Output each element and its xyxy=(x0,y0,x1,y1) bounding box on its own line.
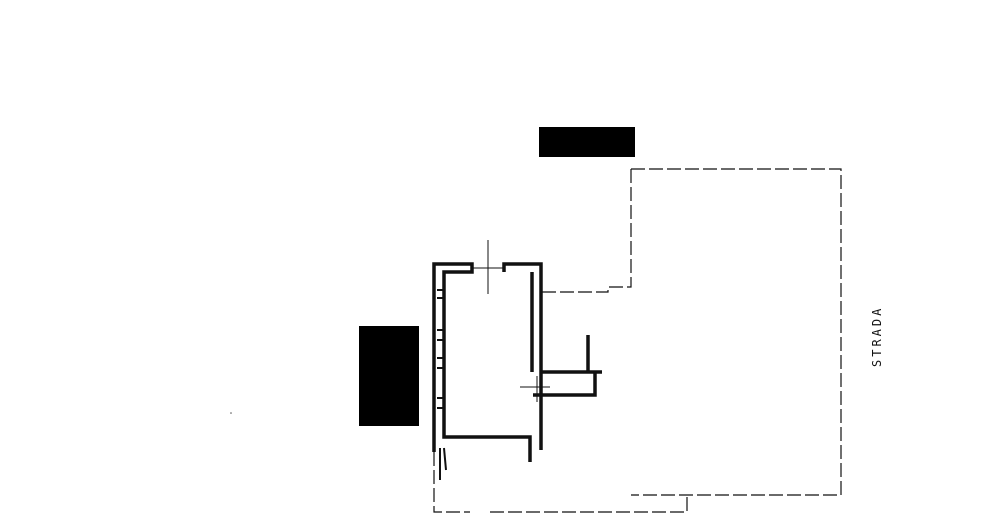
redaction-box-left xyxy=(359,326,419,426)
lot-boundary xyxy=(433,168,842,513)
axis-crosses xyxy=(472,240,550,402)
building-walls xyxy=(432,262,602,462)
street-label: STRADA xyxy=(870,305,884,367)
speck xyxy=(230,412,232,414)
window-marks xyxy=(437,289,447,480)
redaction-box-top xyxy=(539,127,635,157)
